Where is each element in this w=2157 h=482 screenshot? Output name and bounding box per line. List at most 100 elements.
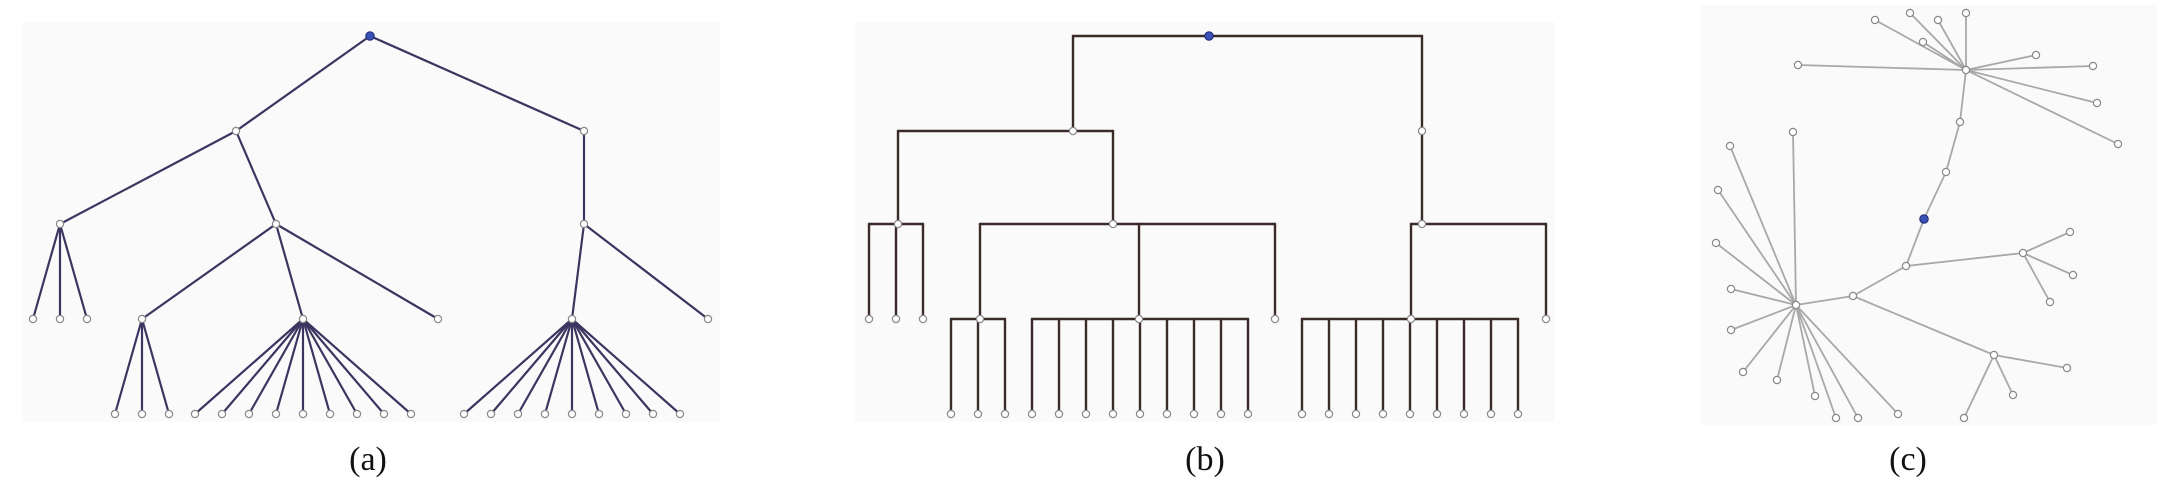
panel-c-node [1989,350,1999,360]
panel-c-edge [1959,69,1967,123]
panel-a-edge [570,317,655,416]
panel-a-node-link-tree: (a) [22,22,720,478]
panel-c-node [2113,139,2123,149]
panel-a-edge [193,317,305,416]
panel-a-node [579,219,589,229]
panel-b-node [1406,314,1416,324]
panel-a-edge [368,34,586,133]
panel-c-edge [1730,304,1797,331]
panel-a-edge [274,222,440,321]
panel-a-edge [570,317,682,416]
panel-a-edge [234,34,372,133]
panel-a-edge [301,317,359,416]
panel-a-edge [516,317,574,416]
panel-c-node [2068,270,2078,280]
panel-c-edge [1852,265,1907,297]
panel-c-node [1831,413,1841,423]
panel-b-node [1324,409,1334,419]
panel-c-edge [2022,252,2051,303]
panel-c-node [1905,8,1915,18]
panel-c-edge [1795,295,1854,306]
panel-b-node [1486,409,1496,419]
panel-c-edge [1965,65,2094,71]
panel-c-radial-force-layout: (c) [1700,5,2157,478]
panel-a-edge [140,222,278,321]
panel-a-node [28,314,38,324]
panel-c-node [1713,185,1723,195]
panel-c-node [1941,167,1951,177]
panel-c-edge [1792,131,1797,306]
panel-c-node [2062,363,2072,373]
panel-c-edge [1923,171,1947,220]
panel-c-node [1738,367,1748,377]
panel-a-node [621,409,631,419]
panel-c-node [1848,291,1858,301]
panel-c-edge [2022,252,2074,276]
panel-a-edge [58,222,89,321]
panel-a-node [567,314,577,324]
panel-a-node [325,409,335,419]
panel-a-edge [274,317,305,416]
panel-c-edge [2022,231,2071,254]
panel-b-node [1000,409,1010,419]
panel-c-node [2088,61,2098,71]
panel-a-node [540,409,550,419]
panel-c-edge [1852,295,1995,356]
panel-c-node [1726,284,1736,294]
panel-b-node [1068,126,1078,136]
panel-b-caption: (b) [1185,441,1225,478]
panel-a-node [298,314,308,324]
panel-c-node [2045,297,2055,307]
panel-c-edge [1717,189,1797,306]
panel-a-edge [140,317,171,416]
panel-c-node [1711,238,1721,248]
panel-c-edge [1937,19,1967,71]
panel-b-root-node [1204,31,1214,41]
panel-c-node [2092,98,2102,108]
panel-c-node [1893,409,1903,419]
panel-c-node [1918,37,1928,47]
panel-c-node [1961,8,1971,18]
panel-c-node [1726,325,1736,335]
panel-c-node [1810,391,1820,401]
panel-c-edge [1945,121,1961,173]
panel-c-edge [1965,54,2037,71]
panel-a-edge [301,317,386,416]
panel-c-background [1700,5,2157,425]
panel-a-node [648,409,658,419]
panel-c-node [1788,127,1798,137]
panel-b-nodes [864,31,1551,419]
panel-a-edge [234,129,278,226]
panel-b-node [946,409,956,419]
panel-c-node [1725,141,1735,151]
panel-b-node [1108,219,1118,229]
panel-a-node [55,219,65,229]
panel-b-node [1189,409,1199,419]
panel-a-node [137,314,147,324]
panel-b-node [893,219,903,229]
panel-c-node [2018,248,2028,258]
panel-c-edge [1730,288,1797,306]
panel-c-edge [1922,41,1967,71]
panel-b-node [1297,409,1307,419]
panel-b-node [1243,409,1253,419]
panel-a-node [406,409,416,419]
panel-a-node [567,409,577,419]
panel-a-node [513,409,523,419]
panel-c-edges [1715,12,2119,419]
panel-a-edge [462,317,574,416]
panel-a-node [271,409,281,419]
panel-a-edge [570,222,586,321]
panel-a-node [579,126,589,136]
panel-b-node [1216,409,1226,419]
panel-b-node [1417,219,1427,229]
panel-b-edges [867,34,1548,416]
panel-a-node [379,409,389,419]
panel-b-orthogonal-dendrogram: (b) [855,22,1555,478]
panel-c-node [2008,390,2018,400]
panel-c-node [2031,50,2041,60]
panel-c-root-node [1919,214,1929,224]
panel-c-nodes [1711,8,2123,423]
panel-b-node [1134,314,1144,324]
panel-b-node [1054,409,1064,419]
